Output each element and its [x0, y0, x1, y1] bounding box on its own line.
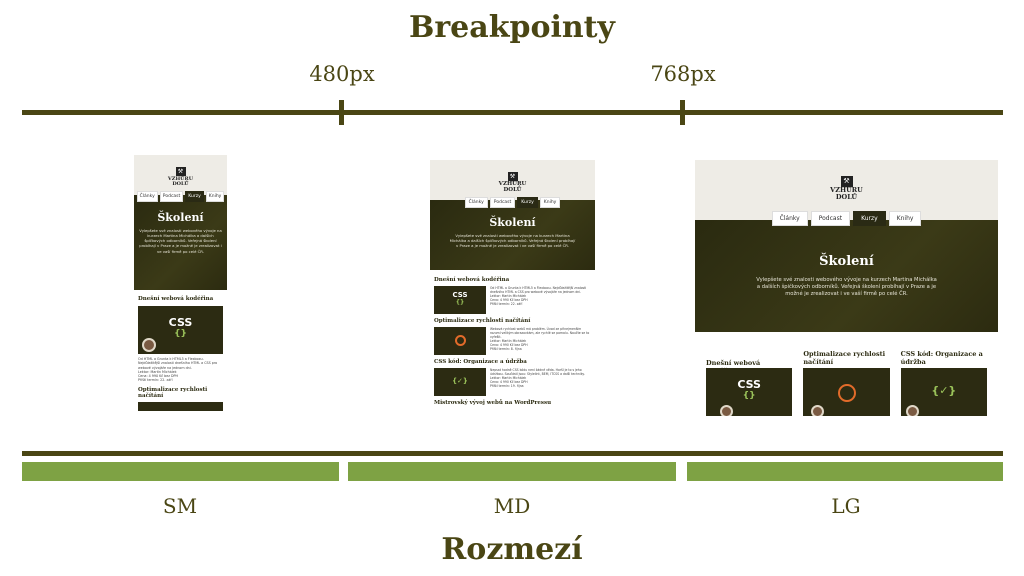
course-thumb-css: CSS {}	[434, 286, 486, 314]
logo-text: VZHŮRU DOLŮ	[167, 176, 194, 188]
range-bar-md	[348, 462, 676, 481]
course-title: Mistrovský vývoj webů na WordPressu	[434, 400, 552, 406]
nav-item-podcast: Podcast	[810, 210, 851, 226]
course-title: CSS kód: Organizace a údržba	[434, 359, 527, 365]
timer-icon	[455, 335, 466, 346]
course-thumb-css: CSS {}	[138, 306, 223, 354]
range-label-sm: SM	[162, 494, 198, 518]
mock-header: ⚒ VZHŮRU DOLŮ Články Podcast Kurzy Knihy	[134, 155, 227, 202]
hero-title: Školení	[819, 254, 874, 269]
nav-item-podcast: Podcast	[489, 196, 516, 208]
course-row: CSS {} Od HTML a Grunta k HTML5 a Flexbo…	[434, 286, 591, 314]
nav-item-knihy: Knihy	[205, 190, 225, 202]
timer-icon	[838, 384, 857, 402]
mock-header: ⚒ VZHŮRU DOLŮ Články Podcast Kurzy Knihy	[695, 160, 998, 226]
nav-item-podcast: Podcast	[159, 190, 184, 202]
logo-icon: ⚒	[175, 167, 186, 176]
course-title: Dnešní webová kodéřina	[138, 296, 214, 302]
logo-icon: ⚒	[840, 176, 853, 187]
diagram-title-top: Breakpointy	[409, 10, 615, 45]
course-list: Dnešní webová kodéřina CSS {} Od HTML a …	[430, 270, 595, 406]
course-thumb-css: CSS {}	[706, 368, 793, 416]
course-thumb-timer	[138, 401, 223, 411]
logo-icon: ⚒	[507, 172, 518, 181]
nav-item-knihy: Knihy	[539, 196, 561, 208]
diagram-title-bottom: Rozmezí	[441, 532, 583, 567]
breakpoint-tick-480	[339, 100, 344, 125]
mock-screen-sm: ⚒ VZHŮRU DOLŮ Články Podcast Kurzy Knihy…	[134, 155, 227, 411]
avatar	[905, 405, 919, 416]
course-title: Dnešní webová kodéřina	[706, 359, 761, 375]
range-bar-sm	[22, 462, 339, 481]
avatar	[720, 405, 733, 416]
avatar	[142, 338, 156, 352]
nav-item-kurzy: Kurzy	[185, 190, 204, 202]
mock-hero: Školení Vylepšete své znalosti webového …	[695, 220, 998, 332]
breakpoint-tick-768	[680, 100, 685, 125]
range-label-md: MD	[493, 494, 531, 518]
course-card: CSS kód: Organizace a údržba {✓}	[900, 350, 987, 416]
course-desc: Od HTML a Grunta k HTML5 a Flexboxu. Nej…	[490, 286, 587, 307]
course-title: Optimalizace rychlosti načítání	[434, 318, 531, 324]
course-desc: Od HTML a Grunta k HTML5 a Flexboxu. Nej…	[138, 357, 218, 383]
course-grid: Dnešní webová kodéřina CSS {} Optimaliza…	[695, 332, 998, 416]
course-thumb-check: {✓}	[900, 368, 987, 416]
course-card: Optimalizace rychlosti načítání	[803, 350, 890, 416]
nav-item-clanky: Články	[464, 196, 488, 208]
mock-nav: Články Podcast Kurzy Knihy	[695, 210, 998, 226]
course-thumb-timer	[803, 368, 890, 416]
course-thumb-timer	[434, 327, 486, 355]
course-title: CSS kód: Organizace a údržba	[900, 350, 983, 366]
mock-screen-md: ⚒ VZHŮRU DOLŮ Články Podcast Kurzy Knihy…	[430, 160, 595, 416]
mock-hero: Školení Vylepšete své znalosti webového …	[430, 200, 595, 270]
course-card: Dnešní webová kodéřina CSS {}	[706, 350, 793, 416]
breakpoint-axis	[22, 110, 1003, 115]
course-title: Optimalizace rychlosti načítání	[138, 386, 208, 399]
nav-item-kurzy: Kurzy	[853, 210, 886, 226]
nav-item-kurzy: Kurzy	[517, 196, 538, 208]
course-row: Webová rychlost webů má problém. Úvod ze…	[434, 327, 591, 355]
mock-header: ⚒ VZHŮRU DOLŮ Články Podcast Kurzy Knihy	[430, 160, 595, 208]
logo-text: VZHŮRU DOLŮ	[830, 186, 863, 201]
course-thumb-check: {✓}	[434, 368, 486, 396]
course-title: Dnešní webová kodéřina	[434, 277, 510, 283]
hero-title: Školení	[157, 211, 204, 224]
nav-item-knihy: Knihy	[888, 210, 922, 226]
course-row: {✓} Nepsat hodně CSS kódu není žádné věd…	[434, 368, 591, 396]
hero-text: Vylepšete své znalosti webového vývoje n…	[756, 277, 937, 298]
hero-text: Vylepšete své znalosti webového vývoje n…	[139, 228, 222, 254]
course-desc: Webová rychlost webů má problém. Úvod ze…	[490, 327, 590, 352]
breakpoint-label-480: 480px	[309, 62, 375, 86]
logo-text: VZHŮRU DOLŮ	[498, 181, 527, 193]
avatar	[811, 405, 825, 416]
hero-text: Vylepšete své znalosti webového vývoje n…	[449, 233, 576, 249]
mock-nav: Články Podcast Kurzy Knihy	[134, 190, 227, 202]
range-label-lg: LG	[831, 494, 861, 518]
mock-screen-lg: ⚒ VZHŮRU DOLŮ Články Podcast Kurzy Knihy…	[695, 160, 998, 416]
range-axis	[22, 451, 1003, 456]
nav-item-clanky: Články	[136, 190, 158, 202]
range-bar-lg	[687, 462, 1003, 481]
breakpoint-label-768: 768px	[650, 62, 716, 86]
course-list: Dnešní webová kodéřina CSS {} Od HTML a …	[134, 290, 227, 411]
hero-title: Školení	[489, 216, 536, 229]
course-desc: Nepsat hodně CSS kódu není žádné věda. H…	[490, 368, 585, 389]
course-title: Optimalizace rychlosti načítání	[803, 350, 886, 366]
nav-item-clanky: Články	[771, 210, 808, 226]
mock-nav: Články Podcast Kurzy Knihy	[430, 196, 595, 208]
mock-hero: Školení Vylepšete své znalosti webového …	[134, 195, 227, 290]
